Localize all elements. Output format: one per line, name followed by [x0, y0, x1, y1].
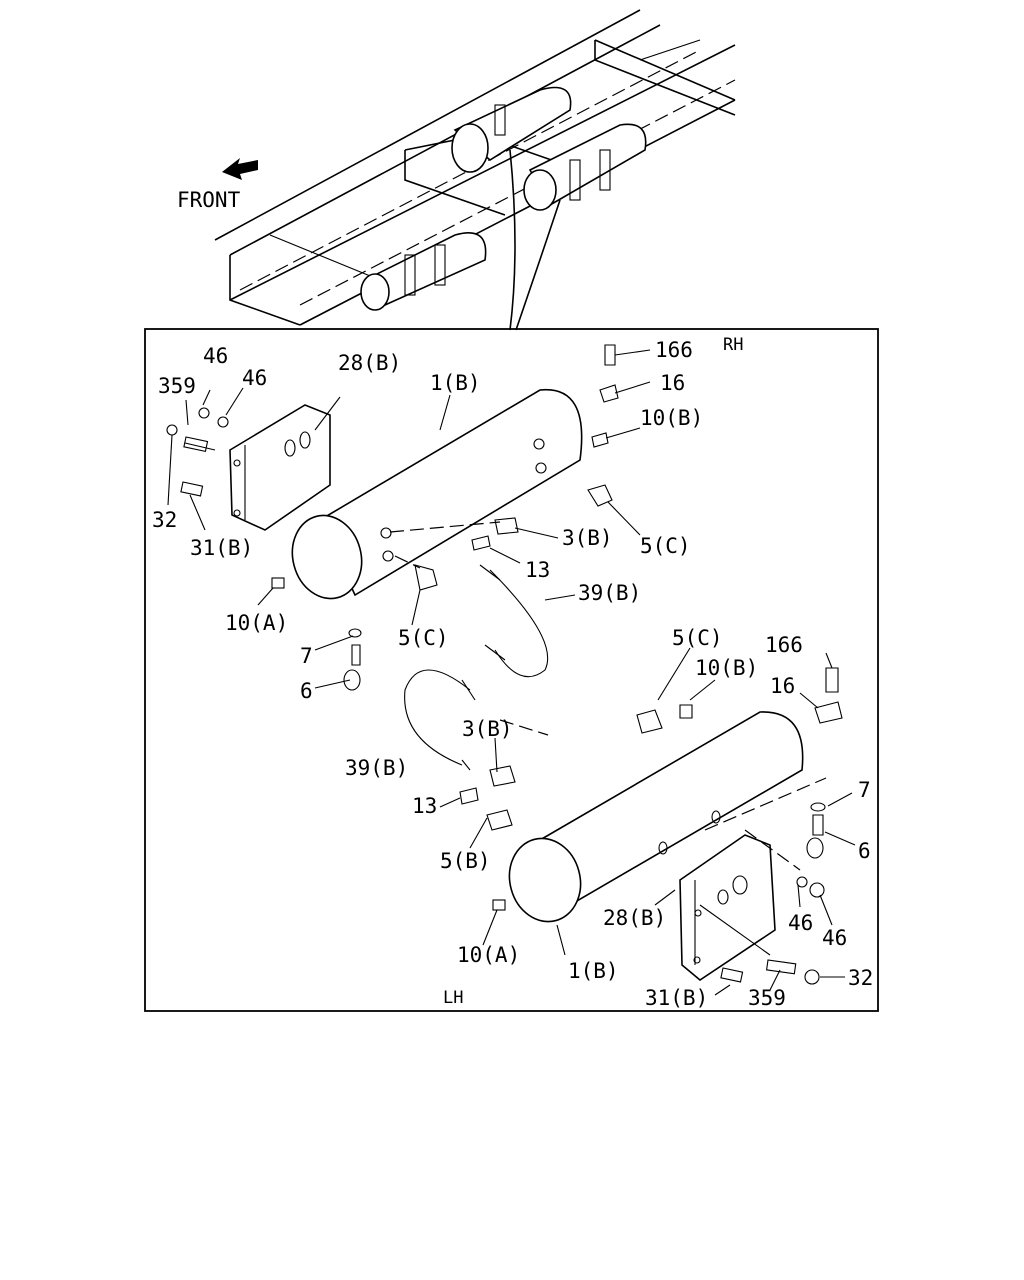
lh-callout-10a: 10(A) [457, 943, 520, 967]
lh-callout-46-left: 46 [788, 911, 813, 935]
rh-callouts: 166 16 10(B) 5(C) 3(B) 13 39(B) 5(C) 7 6… [152, 338, 703, 703]
rh-label: RH [723, 335, 743, 355]
rh-callout-1b: 1(B) [430, 371, 481, 395]
rh-callout-46-right: 46 [242, 366, 267, 390]
rh-callout-13: 13 [525, 558, 550, 582]
lh-callout-31b: 31(B) [645, 986, 708, 1010]
rh-callout-46-left: 46 [203, 344, 228, 368]
lh-callout-39b: 39(B) [345, 756, 408, 780]
rh-callout-16: 16 [660, 371, 685, 395]
rh-callout-32: 32 [152, 508, 177, 532]
lh-callout-7: 7 [858, 778, 871, 802]
lh-tank-assembly [404, 647, 856, 996]
rh-tank-end-cap [291, 514, 363, 600]
lh-callout-13: 13 [412, 794, 437, 818]
lh-label: LH [443, 988, 463, 1008]
rh-callout-6: 6 [300, 679, 313, 703]
chassis-overview: FRONT [177, 9, 736, 331]
rh-callout-5c-bottom: 5(C) [398, 626, 449, 650]
lh-callout-1b: 1(B) [568, 959, 619, 983]
rh-bracket [229, 404, 331, 531]
rh-callout-28b: 28(B) [338, 351, 401, 375]
lh-callout-28b: 28(B) [603, 906, 666, 930]
lh-callout-166: 166 [765, 633, 803, 657]
rh-callout-5c-top: 5(C) [640, 534, 691, 558]
overview-tank-front [360, 232, 487, 311]
rh-callout-166: 166 [655, 338, 693, 362]
lh-callout-5c: 5(C) [672, 626, 723, 650]
rh-callout-31b: 31(B) [190, 536, 253, 560]
detail-frame [144, 328, 879, 1012]
lh-callout-359: 359 [748, 986, 786, 1010]
rh-callout-3b: 3(B) [562, 526, 613, 550]
lh-callout-32: 32 [848, 966, 873, 990]
lh-callouts: 5(C) 10(B) 166 16 3(B) 39(B) 13 5(B) 7 6… [345, 626, 873, 1010]
lh-tank-body [538, 711, 804, 907]
rh-tank-body [318, 388, 583, 597]
rh-callout-10a: 10(A) [225, 611, 288, 635]
lh-callout-6: 6 [858, 839, 871, 863]
lh-callout-16: 16 [770, 674, 795, 698]
rh-callout-39b: 39(B) [578, 581, 641, 605]
lh-callout-10b: 10(B) [695, 656, 758, 680]
lh-callout-46-right: 46 [822, 926, 847, 950]
lh-bracket [679, 834, 776, 981]
lh-callout-3b: 3(B) [462, 717, 513, 741]
rh-callout-359: 359 [158, 374, 196, 398]
rh-callout-10b: 10(B) [640, 406, 703, 430]
rh-tank-assembly [166, 344, 651, 691]
front-label: FRONT [177, 188, 241, 212]
overview-tank-rear [451, 86, 572, 173]
lh-callout-5b: 5(B) [440, 849, 491, 873]
rh-callout-7: 7 [300, 644, 313, 668]
lh-tank-end-cap [508, 837, 582, 923]
front-arrow-icon [222, 158, 258, 180]
overview-tank-mid [523, 123, 647, 211]
